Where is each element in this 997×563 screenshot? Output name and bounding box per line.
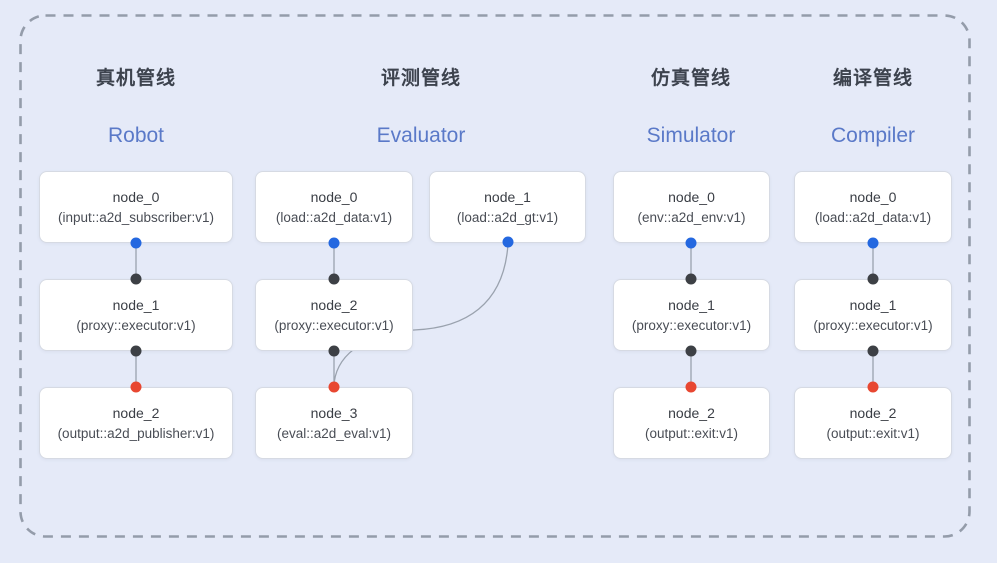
node-box-evaluator-node1: node_1 (load::a2d_gt:v1) [429, 171, 586, 243]
node-name: node_1 [484, 188, 531, 205]
pipeline-title-cn-evaluator: 评测管线 [380, 68, 462, 89]
node-name: node_0 [112, 188, 160, 205]
node-type: (load::a2d_data:v1) [275, 209, 393, 225]
node-type: (proxy::executor:v1) [813, 317, 933, 333]
pipeline-title-cn-simulator: 仿真管线 [650, 68, 732, 89]
node-name: node_1 [112, 296, 160, 313]
pipeline-title-cn-robot: 真机管线 [95, 68, 177, 89]
pipeline-title-en-robot: Robot [107, 124, 165, 147]
node-name: node_1 [849, 296, 897, 313]
node-name: node_2 [849, 404, 897, 421]
pipeline-title-en-compiler: Compiler [830, 124, 916, 147]
node-type: (output::a2d_publisher:v1) [57, 425, 215, 441]
node-name: node_0 [849, 188, 897, 205]
node-box-simulator-node0: node_0 (env::a2d_env:v1) [613, 171, 770, 243]
node-type: (eval::a2d_eval:v1) [276, 425, 392, 441]
node-box-evaluator-node0: node_0 (load::a2d_data:v1) [255, 171, 413, 243]
node-box-simulator-node1: node_1 (proxy::executor:v1) [613, 279, 770, 351]
node-box-robot-node2: node_2 (output::a2d_publisher:v1) [39, 387, 233, 459]
node-box-robot-node0: node_0 (input::a2d_subscriber:v1) [39, 171, 233, 243]
node-name: node_0 [668, 188, 715, 205]
pipeline-title-en-evaluator: Evaluator [376, 124, 466, 147]
node-type: (proxy::executor:v1) [76, 317, 196, 333]
node-name: node_3 [310, 404, 358, 421]
node-type: (output::exit:v1) [826, 425, 920, 441]
node-box-evaluator-node2: node_2 (proxy::executor:v1) [255, 279, 413, 351]
node-type: (proxy::executor:v1) [274, 317, 394, 333]
node-type: (env::a2d_env:v1) [637, 209, 746, 225]
node-box-compiler-node2: node_2 (output::exit:v1) [794, 387, 952, 459]
node-type: (load::a2d_gt:v1) [456, 209, 559, 225]
node-box-robot-node1: node_1 (proxy::executor:v1) [39, 279, 233, 351]
node-box-simulator-node2: node_2 (output::exit:v1) [613, 387, 770, 459]
node-type: (output::exit:v1) [644, 425, 739, 441]
pipeline-title-cn-compiler: 编译管线 [832, 68, 914, 89]
node-name: node_0 [310, 188, 358, 205]
node-name: node_1 [668, 296, 715, 313]
node-name: node_2 [112, 404, 160, 421]
node-type: (input::a2d_subscriber:v1) [57, 209, 215, 225]
node-type: (load::a2d_data:v1) [814, 209, 932, 225]
node-type: (proxy::executor:v1) [631, 317, 752, 333]
node-name: node_2 [668, 404, 715, 421]
node-box-compiler-node1: node_1 (proxy::executor:v1) [794, 279, 952, 351]
node-box-evaluator-node3: node_3 (eval::a2d_eval:v1) [255, 387, 413, 459]
pipeline-title-en-simulator: Simulator [646, 124, 736, 147]
node-name: node_2 [310, 296, 358, 313]
node-box-compiler-node0: node_0 (load::a2d_data:v1) [794, 171, 952, 243]
